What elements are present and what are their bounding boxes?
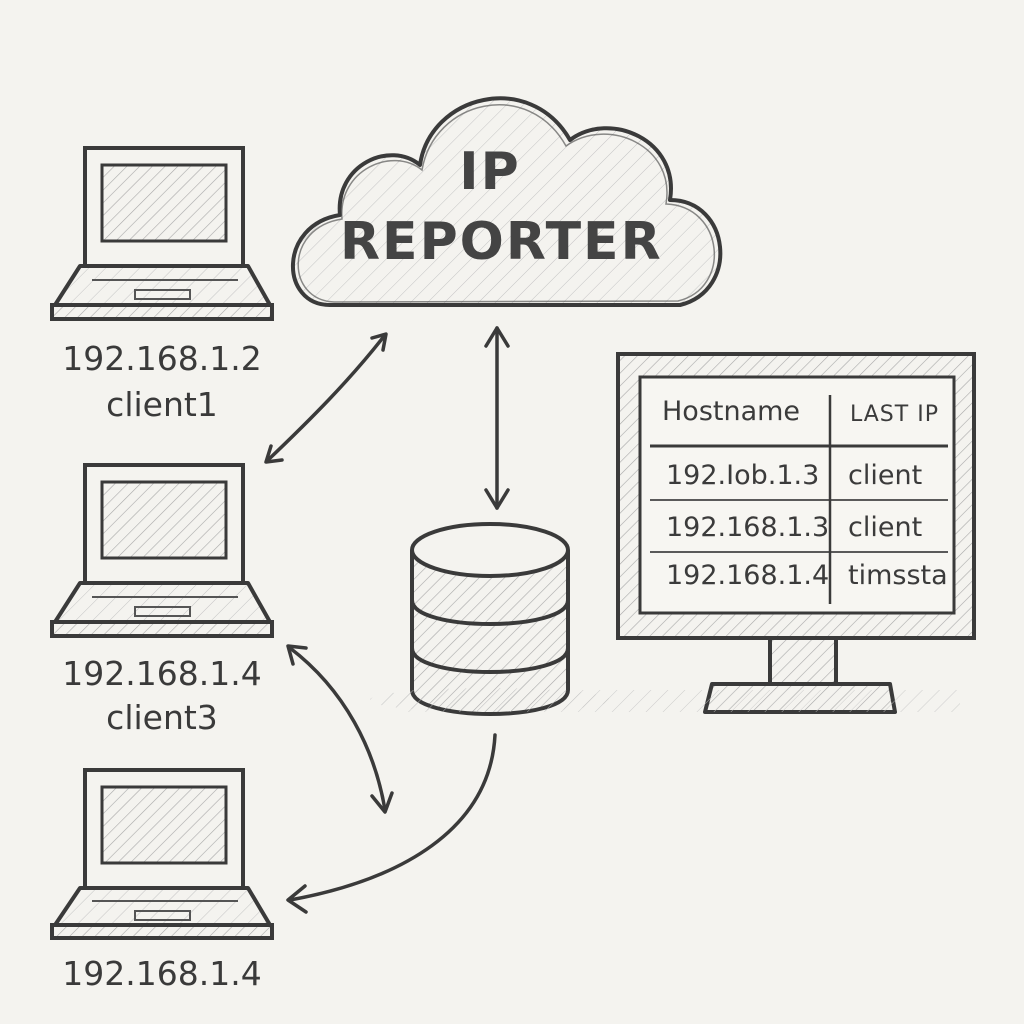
client3-name-label: client3	[106, 698, 218, 737]
table-cell: 192.Iob.1.3	[666, 460, 820, 491]
client3-ip-label: 192.168.1.4	[62, 654, 262, 693]
table-cell: client	[848, 512, 923, 543]
client1-name-label: client1	[106, 385, 218, 424]
ground-shading	[400, 690, 960, 712]
arrow-cloud-client1	[266, 333, 387, 462]
connection-arrows	[264, 326, 510, 914]
arrow-client3-link	[288, 646, 387, 812]
client1-ip-label: 192.168.1.2	[62, 339, 262, 378]
cloud-title-line1: IP	[459, 142, 521, 202]
client-ip-label: 192.168.1.4	[62, 954, 262, 993]
table-cell: 192.168.1.4	[666, 560, 830, 591]
laptop-client3-icon	[50, 463, 274, 638]
monitor-icon	[616, 352, 976, 714]
table-header-last-ip: LAST IP	[850, 402, 939, 427]
laptop-client-icon	[50, 768, 274, 940]
database-icon	[370, 522, 610, 716]
cloud-title-line2: REPORTER	[340, 212, 663, 272]
laptop-client1-icon	[50, 146, 274, 321]
table-header-hostname: Hostname	[662, 396, 801, 427]
arrow-database-client	[288, 733, 497, 902]
table-cell: client	[848, 460, 923, 491]
table-cell: timssta	[848, 560, 948, 591]
table-cell: 192.168.1.3	[666, 512, 830, 543]
ip-reporter-cloud	[291, 96, 723, 307]
